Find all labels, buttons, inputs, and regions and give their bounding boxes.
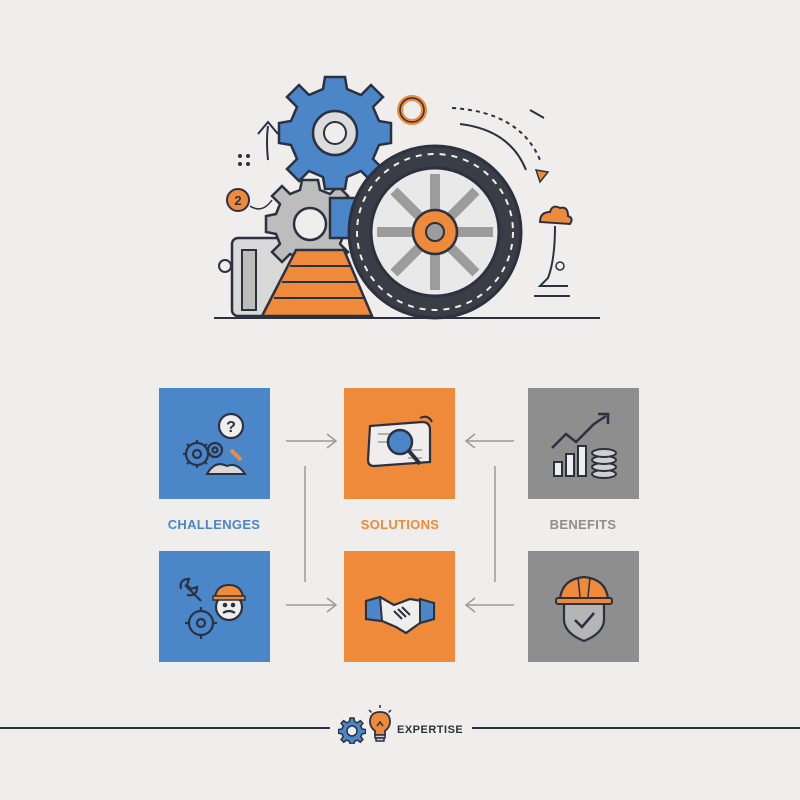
- tile-challenges-top: ?: [159, 388, 270, 499]
- cloud-pin-icon: [534, 205, 573, 297]
- lightbulb-icon: [368, 705, 392, 742]
- tile-challenges-bottom: [159, 551, 270, 662]
- footer-gear-icon: [338, 717, 366, 744]
- growth-chart-coins-icon: [550, 412, 617, 479]
- ramp-icon: [259, 248, 374, 318]
- hardhat-shield-check-icon: [554, 575, 613, 642]
- tile-solutions-top: [344, 388, 455, 499]
- tile-benefits-bottom: [528, 551, 639, 662]
- label-challenges: CHALLENGES: [167, 517, 261, 532]
- tire-wheel-icon: [347, 144, 523, 320]
- gears-question-icon: ?: [182, 412, 247, 475]
- arrow-up-icon: [257, 120, 279, 161]
- number-badge-icon: 2: [226, 188, 273, 212]
- label-solutions: SOLUTIONS: [360, 517, 440, 532]
- footer-label: EXPERTISE: [397, 724, 464, 736]
- label-benefits: BENEFITS: [549, 517, 617, 532]
- svg-text:?: ?: [226, 419, 236, 436]
- hero-illustration: 2: [200, 75, 600, 320]
- frustrated-worker-wrench-icon: [179, 577, 246, 639]
- blueprint-magnifier-icon: [366, 415, 433, 467]
- handshake-icon: [364, 595, 435, 634]
- small-orange-gear-icon: [397, 95, 427, 125]
- blue-gear-icon: [277, 75, 393, 191]
- svg-text:2: 2: [234, 193, 241, 208]
- tile-solutions-bottom: [344, 551, 455, 662]
- tile-benefits-top: [528, 388, 639, 499]
